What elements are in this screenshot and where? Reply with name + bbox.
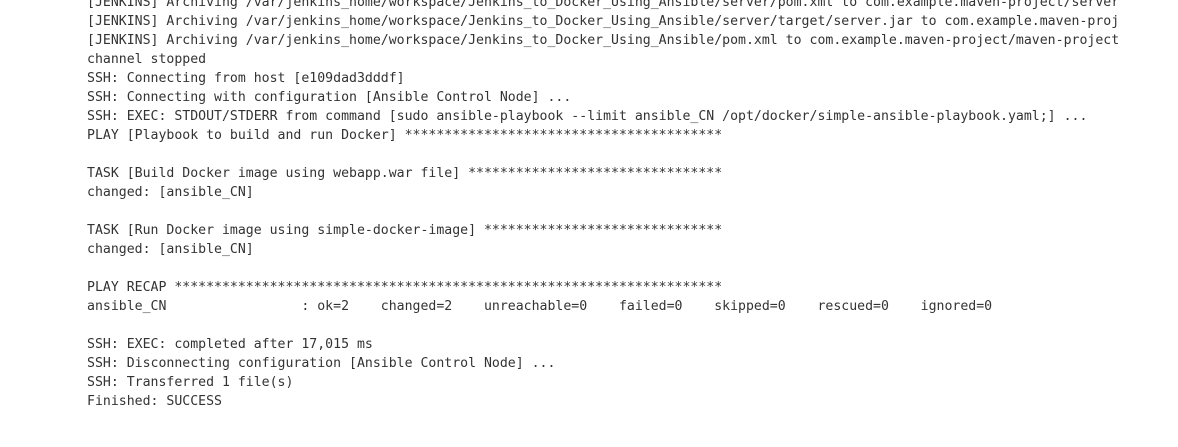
console-line-archive-server-pom: [JENKINS] Archiving /var/jenkins_home/wo… [87, 0, 1120, 10]
console-line-task-run: TASK [Run Docker image using simple-dock… [87, 223, 723, 238]
console-line-blank [87, 145, 1178, 164]
console-line-blank [87, 316, 1178, 335]
console-output: [JENKINS] Archiving /var/jenkins_home/wo… [87, 0, 1178, 447]
console-line-play-recap: PLAY RECAP *****************************… [87, 280, 723, 295]
console-line-ssh-exec-completed: SSH: EXEC: completed after 17,015 ms [87, 337, 373, 352]
console-line-archive-root-pom: [JENKINS] Archiving /var/jenkins_home/wo… [87, 33, 1120, 48]
console-line-blank [87, 259, 1178, 278]
console-line-ssh-connecting-host: SSH: Connecting from host [e109dad3dddf] [87, 71, 405, 86]
console-line-recap-stats: ansible_CN : ok=2 changed=2 unreachable=… [87, 299, 993, 314]
console-line-channel-stopped: channel stopped [87, 52, 207, 67]
console-line-task-build: TASK [Build Docker image using webapp.wa… [87, 166, 723, 181]
console-line-ssh-transferred: SSH: Transferred 1 file(s) [87, 375, 294, 390]
console-line-finished-status: Finished: SUCCESS [87, 394, 222, 409]
console-line-play-header: PLAY [Playbook to build and run Docker] … [87, 128, 723, 143]
console-line-archive-server-jar: [JENKINS] Archiving /var/jenkins_home/wo… [87, 14, 1120, 29]
console-line-ssh-disconnecting: SSH: Disconnecting configuration [Ansibl… [87, 356, 556, 371]
console-line-ssh-connecting-config: SSH: Connecting with configuration [Ansi… [87, 90, 572, 105]
console-line-task-run-result: changed: [ansible_CN] [87, 242, 254, 257]
console-line-task-build-result: changed: [ansible_CN] [87, 185, 254, 200]
console-line-ssh-exec-command: SSH: EXEC: STDOUT/STDERR from command [s… [87, 109, 1088, 124]
console-line-blank [87, 202, 1178, 221]
